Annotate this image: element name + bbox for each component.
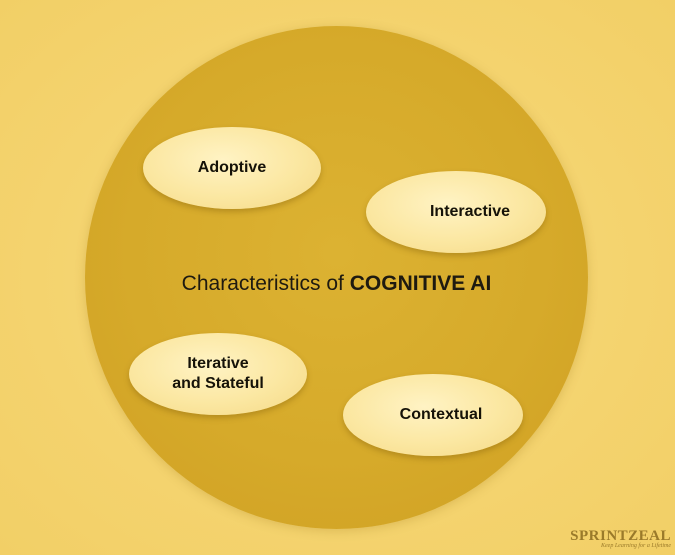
brand-tagline: Keep Learning for a Lifetime — [601, 543, 671, 549]
brand-logo: SPRINTZEAL Keep Learning for a Lifetime — [570, 528, 671, 549]
characteristic-label: Adoptive — [197, 159, 267, 176]
title-prefix: Characteristics of — [181, 272, 350, 295]
main-circle — [85, 26, 588, 529]
characteristic-contextual: Contextual — [343, 374, 523, 456]
characteristic-label: Contextual — [399, 406, 483, 423]
characteristic-label: Interactive — [429, 203, 511, 220]
characteristic-iterative: Iterative and Stateful — [129, 333, 307, 415]
diagram-title: Characteristics of COGNITIVE AI — [85, 272, 588, 296]
characteristic-interactive: Interactive — [366, 171, 546, 253]
brand-name: SPRINTZEAL — [570, 528, 671, 544]
characteristic-label: Iterative and Stateful — [172, 355, 264, 392]
characteristic-adoptive: Adoptive — [143, 127, 321, 209]
title-emphasis: COGNITIVE AI — [349, 272, 492, 295]
